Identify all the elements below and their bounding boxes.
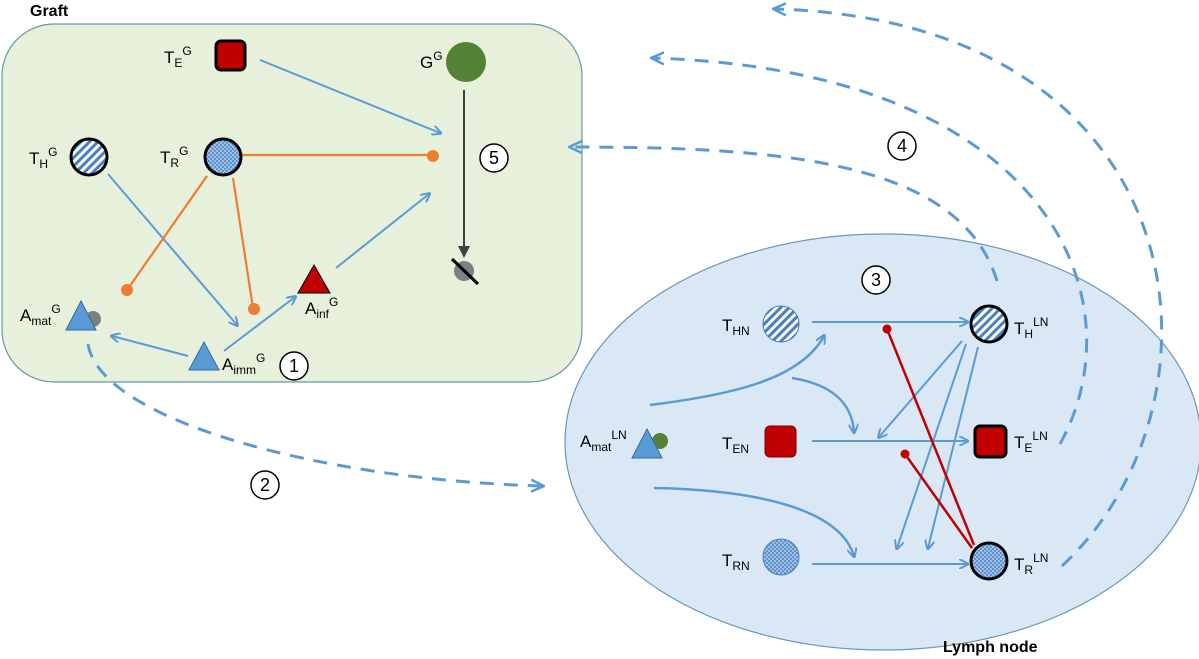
th-ln-cell bbox=[969, 304, 1009, 344]
edge-te-to-graft bbox=[259, 59, 440, 133]
svg-text:1: 1 bbox=[289, 356, 299, 376]
amat-graft-cell bbox=[65, 299, 97, 331]
inhibit-end-te-ln bbox=[900, 449, 910, 459]
step-3-marker: 3 bbox=[861, 265, 891, 295]
ainf-graft-label: AinfG bbox=[305, 295, 338, 321]
edge-tr-inhibit-aimm bbox=[231, 177, 255, 309]
edge-trln-inhibit-th bbox=[885, 328, 976, 546]
edge-th-to-aimm bbox=[107, 173, 237, 325]
step-4-marker: 4 bbox=[887, 131, 917, 161]
edge-migration-th-to-graft bbox=[570, 147, 999, 282]
ten-label: TEN bbox=[722, 434, 749, 456]
edge-amat-activates-trn bbox=[653, 486, 854, 556]
svg-text:2: 2 bbox=[260, 475, 270, 495]
graft-title: Graft bbox=[30, 3, 69, 20]
svg-text:4: 4 bbox=[897, 136, 907, 156]
amat-ln-cell bbox=[631, 427, 663, 459]
ainf-graft-cell bbox=[297, 263, 331, 294]
edge-amat-activates-thn bbox=[649, 336, 824, 407]
edge-ainf-to-graft bbox=[335, 194, 429, 269]
edge-trln-inhibit-te bbox=[903, 453, 974, 549]
trn-label: TRN bbox=[722, 551, 750, 573]
step-5-marker: 5 bbox=[479, 143, 509, 173]
svg-text:5: 5 bbox=[489, 148, 499, 168]
th-graft-label: THG bbox=[29, 145, 57, 171]
trn-cell bbox=[762, 538, 800, 576]
te-ln-cell bbox=[973, 424, 1008, 459]
te-graft-cell bbox=[214, 39, 247, 72]
thn-cell bbox=[762, 305, 800, 343]
graft-label: GG bbox=[420, 49, 443, 72]
tr-graft-label: TRG bbox=[160, 144, 188, 170]
dead-graft-cell bbox=[450, 257, 480, 286]
step-1-marker: 1 bbox=[279, 351, 309, 381]
inhibit-end-th-ln bbox=[882, 324, 892, 334]
amat-graft-label: AmatG bbox=[20, 302, 61, 328]
aimm-graft-cell bbox=[188, 340, 220, 371]
tr-graft-cell bbox=[203, 137, 243, 177]
graft-compartment bbox=[1, 23, 583, 383]
amat-ln-label: AmatLN bbox=[580, 428, 627, 454]
edge-migration-tr-to-graft bbox=[774, 9, 1164, 568]
tr-ln-cell bbox=[969, 541, 1009, 581]
inhibit-end-aimm bbox=[248, 303, 260, 315]
step-2-marker: 2 bbox=[250, 470, 280, 500]
edge-migration-graft-to-lymph bbox=[86, 343, 543, 486]
tr-ln-label: TRLN bbox=[1014, 551, 1048, 577]
aimm-graft-label: AimmG bbox=[222, 351, 265, 377]
th-graft-cell bbox=[69, 137, 109, 177]
inhibit-end-graft bbox=[427, 150, 439, 162]
lymph-node-title: Lymph node bbox=[943, 639, 1038, 656]
edge-thln-help-trn-1 bbox=[897, 343, 967, 548]
graft-cell bbox=[446, 42, 486, 82]
te-graft-label: TEG bbox=[164, 44, 192, 70]
edge-thln-help-ten bbox=[879, 340, 963, 437]
edge-aimm-to-amat bbox=[112, 336, 189, 357]
inhibit-end-amat bbox=[121, 284, 133, 296]
te-ln-label: TELN bbox=[1014, 429, 1048, 455]
svg-text:3: 3 bbox=[871, 270, 881, 290]
edge-thln-help-trn-2 bbox=[928, 346, 979, 548]
edge-amat-activates-ten bbox=[791, 376, 854, 432]
ten-cell bbox=[764, 425, 797, 458]
th-ln-label: THLN bbox=[1014, 315, 1048, 341]
edge-aimm-to-ainf bbox=[223, 297, 295, 352]
edge-tr-inhibit-amat bbox=[126, 175, 208, 291]
thn-label: THN bbox=[722, 316, 750, 338]
amat-ln-antigen bbox=[652, 433, 668, 449]
